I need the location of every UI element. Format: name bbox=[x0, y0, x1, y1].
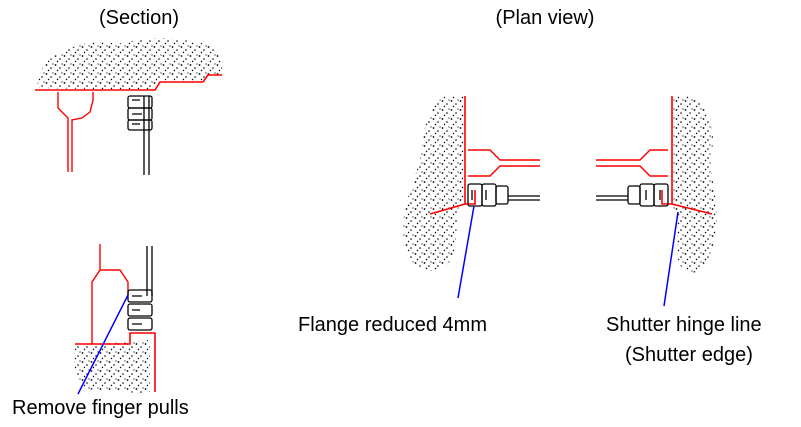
plan-left-reveal bbox=[468, 149, 540, 177]
section-bottom-sill bbox=[91, 244, 129, 344]
leader-flange bbox=[457, 205, 475, 299]
plan-left-detail bbox=[402, 96, 540, 272]
plan-right-outline bbox=[661, 96, 713, 215]
shutter-edge-label: (Shutter edge) bbox=[625, 344, 753, 366]
plan-right-detail bbox=[596, 96, 717, 273]
shutter-hinge-line-label: Shutter hinge line bbox=[606, 314, 762, 336]
section-bottom-detail bbox=[74, 244, 156, 394]
plan-left-frame bbox=[467, 183, 540, 207]
leader-lines bbox=[77, 205, 679, 395]
section-top-outline bbox=[35, 74, 222, 91]
remove-finger-pulls-label: Remove finger pulls bbox=[12, 397, 189, 419]
section-heading: (Section) bbox=[98, 7, 180, 29]
plan-right-masonry bbox=[672, 96, 717, 273]
section-top-detail bbox=[35, 38, 223, 175]
section-bottom-frame bbox=[127, 246, 153, 331]
plan-right-reveal bbox=[596, 149, 668, 177]
flange-reduced-label: Flange reduced 4mm bbox=[298, 314, 487, 336]
section-top-lintel bbox=[57, 92, 94, 172]
section-bottom-outline bbox=[75, 332, 156, 392]
section-bottom-masonry bbox=[74, 340, 150, 394]
leader-hinge-line bbox=[663, 211, 679, 307]
section-top-frame bbox=[127, 95, 153, 175]
plan-view-heading: (Plan view) bbox=[495, 7, 595, 29]
leader-finger-pulls bbox=[77, 294, 129, 395]
section-top-masonry bbox=[37, 38, 223, 90]
plan-left-masonry bbox=[402, 96, 465, 272]
plan-right-frame bbox=[596, 183, 669, 207]
